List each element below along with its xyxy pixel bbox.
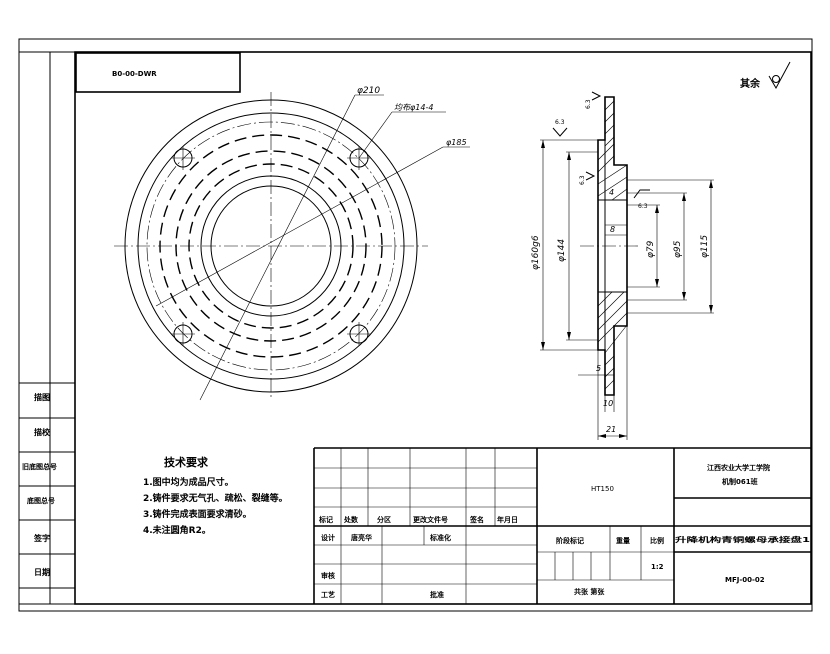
svg-text:6.3: 6.3 <box>638 203 648 210</box>
class-name: 机制061班 <box>722 477 758 486</box>
part-name: 升降机构青铜螺母承接盘1 <box>675 535 810 544</box>
front-view: φ210 均布φ14-4 φ185 <box>114 86 470 401</box>
dim-8: 8 <box>610 225 615 234</box>
dim-21: 21 <box>606 425 616 434</box>
stage-label: 阶段标记 <box>556 536 584 545</box>
dim-phi79: φ79 <box>646 240 656 258</box>
label-tracing: 描图 <box>34 392 50 402</box>
drawing-code: MFJ-00-02 <box>725 576 765 584</box>
school-name: 江西农业大学工学院 <box>707 463 770 472</box>
dim-holes: 均布φ14-4 <box>394 103 433 112</box>
drawing-number: B0-00-DWR <box>112 70 157 78</box>
inner-frame <box>74 51 812 605</box>
dim-10: 10 <box>603 399 613 408</box>
dim-phi115: φ115 <box>700 235 710 258</box>
scale-value: 1:2 <box>651 563 664 571</box>
std-label: 标准化 <box>429 533 451 542</box>
dim-phi95: φ95 <box>673 240 683 258</box>
dim-4: 4 <box>609 188 614 197</box>
designer: 唐亮华 <box>351 533 372 542</box>
left-panel: 描图 描校 旧底图总号 底图总号 签字 日期 <box>19 382 75 589</box>
hdr-signature: 签名 <box>469 515 484 524</box>
approve-label: 批准 <box>430 590 444 599</box>
roughness-mark-icon: 6.3 <box>579 171 596 185</box>
section-view: φ160g6 φ144 φ79 φ95 φ115 4 8 5 10 21 6.3… <box>531 91 714 440</box>
roughness-mark-icon: 6.3 <box>585 91 602 109</box>
svg-text:6.3: 6.3 <box>585 99 592 109</box>
label-old-base-no: 旧底图总号 <box>22 462 57 471</box>
material: HT150 <box>591 485 614 493</box>
tech-req-item: 4.未注圆角R2。 <box>143 524 211 536</box>
label-trace-check: 描校 <box>34 427 51 437</box>
svg-text:6.3: 6.3 <box>555 119 565 126</box>
arrowheads <box>541 140 713 438</box>
section-hatch <box>597 100 628 390</box>
scale-label: 比例 <box>650 536 664 545</box>
hdr-mark: 标记 <box>318 515 333 524</box>
sheets-label: 共张 第张 <box>574 587 605 596</box>
tech-requirements: 技术要求 1.图中均为成品尺寸。 2.铸件要求无气孔、疏松、裂缝等。 3.铸件完… <box>143 455 288 536</box>
craft-label: 工艺 <box>321 590 335 599</box>
roughness-mark-icon: 6.3 <box>633 189 650 210</box>
outer-border <box>18 38 813 612</box>
label-signature: 签字 <box>33 533 50 543</box>
weight-label: 重量 <box>616 536 630 545</box>
tech-req-title: 技术要求 <box>164 455 209 469</box>
hdr-zone: 分区 <box>377 515 391 524</box>
title-block: HT150 江西农业大学工学院 机制061班 升降机构青铜螺母承接盘1 MFJ-… <box>313 447 811 604</box>
roughness-note: 其余 <box>740 77 761 90</box>
hdr-date: 年月日 <box>497 515 518 524</box>
dim-phi210: φ210 <box>357 86 380 96</box>
roughness-mark-icon: 6.3 <box>552 119 568 137</box>
review-label: 审核 <box>321 571 335 580</box>
design-label: 设计 <box>321 533 335 542</box>
label-base-no: 底图总号 <box>27 496 55 505</box>
dim-5: 5 <box>596 364 601 373</box>
label-date: 日期 <box>34 567 50 577</box>
drawing-number-box <box>75 52 241 93</box>
dim-phi185: φ185 <box>446 138 467 147</box>
hdr-change-doc: 更改文件号 <box>413 515 448 524</box>
dim-phi144: φ144 <box>557 239 567 262</box>
tech-req-item: 1.图中均为成品尺寸。 <box>143 476 234 488</box>
tech-req-item: 3.铸件完成表面要求清砂。 <box>143 508 252 520</box>
hdr-count: 处数 <box>343 515 359 524</box>
dim-phi160g6: φ160g6 <box>531 235 541 270</box>
svg-text:6.3: 6.3 <box>579 175 586 185</box>
roughness-symbol-icon <box>768 61 791 90</box>
tech-req-item: 2.铸件要求无气孔、疏松、裂缝等。 <box>143 492 288 504</box>
